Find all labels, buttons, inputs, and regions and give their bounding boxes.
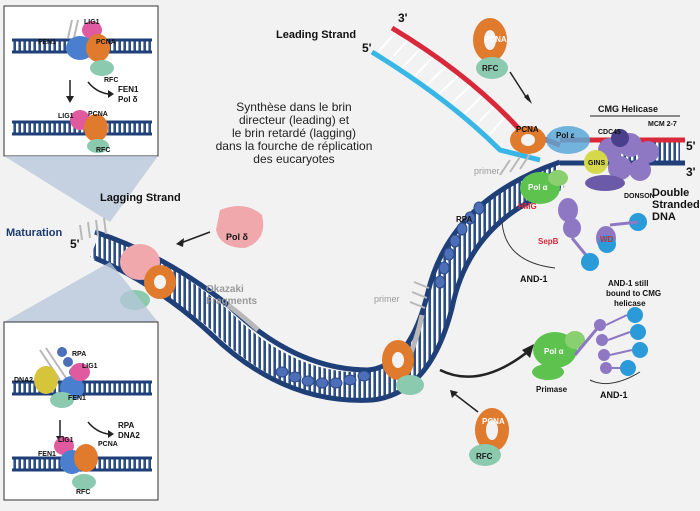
inset-top-callout bbox=[4, 156, 158, 222]
pcna-rfc-mid bbox=[382, 340, 424, 395]
inset-bottom-callout bbox=[4, 262, 158, 322]
rfc-top-label: RFC bbox=[482, 64, 499, 73]
free-pol-alpha-primase bbox=[532, 307, 648, 380]
leading-5prime: 5' bbox=[362, 41, 372, 55]
inset-bottom-fen1-b: FEN1 bbox=[38, 451, 56, 458]
sepb-label: SepB bbox=[538, 237, 559, 246]
rpa-beads-climb bbox=[434, 201, 485, 289]
okazaki-line2: Fragments bbox=[206, 296, 258, 307]
wd-label: WD bbox=[600, 235, 614, 244]
inset-top-lig1: LIG1 bbox=[84, 19, 100, 26]
pcna-bottom-label: PCNA bbox=[482, 417, 505, 426]
inset-bottom-lig1: LIG1 bbox=[82, 363, 98, 370]
maturation-label: Maturation bbox=[6, 227, 63, 239]
inset-top-released-2: Pol δ bbox=[118, 95, 138, 104]
and1-label: AND-1 bbox=[520, 274, 548, 284]
primase-label: Primase bbox=[536, 385, 568, 394]
okazaki-line1: Okazaki bbox=[206, 284, 244, 295]
lagging-5prime-end bbox=[79, 217, 107, 241]
cdc45-label: CDC45 bbox=[598, 129, 621, 136]
pcna-leading-label: PCNA bbox=[516, 125, 539, 134]
pcna-rfc-incoming-bottom bbox=[450, 390, 509, 466]
and1-note-line2: bound to CMG bbox=[606, 289, 661, 298]
rpa-beads-bottom bbox=[275, 366, 371, 389]
primer-top-strand bbox=[499, 153, 531, 176]
inset-bottom-lig1-b: LIG1 bbox=[58, 437, 74, 444]
leading-rungs bbox=[377, 29, 507, 135]
inset-bottom-fen1: FEN1 bbox=[68, 395, 86, 402]
and1-free-bracket bbox=[589, 371, 641, 385]
leading-3prime: 3' bbox=[398, 11, 408, 25]
title-line-2: directeur (leading) et bbox=[239, 113, 350, 127]
inset-top bbox=[3, 5, 159, 157]
leading-strand-duplex bbox=[370, 25, 561, 163]
pcna-top-label: PCNA bbox=[484, 35, 507, 44]
mcm-label: MCM 2-7 bbox=[648, 121, 677, 128]
pol-delta-incoming bbox=[176, 206, 264, 248]
gins bbox=[584, 150, 608, 174]
donson-label: DONSON bbox=[624, 193, 655, 200]
and1-note-line3: helicase bbox=[614, 299, 646, 308]
inset-top-lig1-b: LIG1 bbox=[58, 113, 74, 120]
leading-strand-label: Leading Strand bbox=[276, 29, 356, 41]
title-line-1: Synthèse dans le brin bbox=[236, 100, 351, 114]
and1-note-line1: AND-1 still bbox=[608, 279, 648, 288]
inset-top-pcna: PCNA bbox=[96, 39, 116, 46]
double-stranded-line2: Stranded bbox=[652, 199, 700, 211]
primer-top-label: primer bbox=[474, 166, 500, 176]
primer-mid-strand bbox=[409, 281, 430, 309]
inset-bottom-released-1: RPA bbox=[118, 421, 135, 430]
inset-bottom-rfc-b: RFC bbox=[76, 489, 90, 496]
inset-top-rfc: RFC bbox=[104, 77, 118, 84]
inset-top-released-1: FEN1 bbox=[118, 85, 139, 94]
donson bbox=[585, 175, 625, 191]
primer-mid-label: primer bbox=[374, 294, 400, 304]
inset-bottom-released-2: DNA2 bbox=[118, 431, 140, 440]
double-stranded-line1: Double bbox=[652, 187, 689, 199]
lagging-strand-label: Lagging Strand bbox=[100, 192, 181, 204]
rfc-bottom-label: RFC bbox=[476, 452, 493, 461]
duplex-3prime: 3' bbox=[686, 165, 696, 179]
title-line-3: le brin retardé (lagging) bbox=[232, 126, 356, 140]
pol-epsilon bbox=[546, 126, 590, 154]
double-stranded-line3: DNA bbox=[652, 211, 676, 223]
lagging-5prime: 5' bbox=[70, 237, 80, 251]
replisome bbox=[510, 126, 659, 271]
hmg-label: HMG bbox=[518, 202, 537, 211]
rpa-label: RPA bbox=[456, 215, 473, 224]
pol-delta-label: Pol δ bbox=[226, 232, 249, 242]
inset-bottom-dna2: DNA2 bbox=[14, 377, 33, 384]
pol-alpha-free-label: Pol α bbox=[544, 347, 564, 356]
duplex-5prime: 5' bbox=[686, 139, 696, 153]
mcm-cluster bbox=[598, 133, 659, 181]
pcna-rfc-incoming-top bbox=[473, 18, 532, 104]
inset-top-rfc-b: RFC bbox=[96, 147, 110, 154]
and1-complex bbox=[558, 198, 647, 271]
pol-alpha-label: Pol α bbox=[528, 183, 548, 192]
and1-bracket bbox=[501, 221, 556, 269]
inset-top-pcna-b: PCNA bbox=[88, 111, 108, 118]
title-line-5: des eucaryotes bbox=[253, 152, 334, 166]
inset-top-fen1: FEN1 bbox=[38, 39, 56, 46]
inset-bottom-pcna-b: PCNA bbox=[98, 441, 118, 448]
title-line-4: dans la fourche de réplication bbox=[216, 139, 373, 153]
inset-bottom-rpa: RPA bbox=[72, 351, 86, 358]
pol-epsilon-label: Pol ε bbox=[556, 131, 575, 140]
cdc45 bbox=[611, 129, 629, 147]
inset-bottom bbox=[3, 321, 159, 501]
cmg-helicase-label: CMG Helicase bbox=[598, 104, 658, 114]
and1-free-label: AND-1 bbox=[600, 390, 628, 400]
arrow-to-primase bbox=[439, 344, 534, 378]
gins-label: GINS bbox=[588, 160, 605, 167]
